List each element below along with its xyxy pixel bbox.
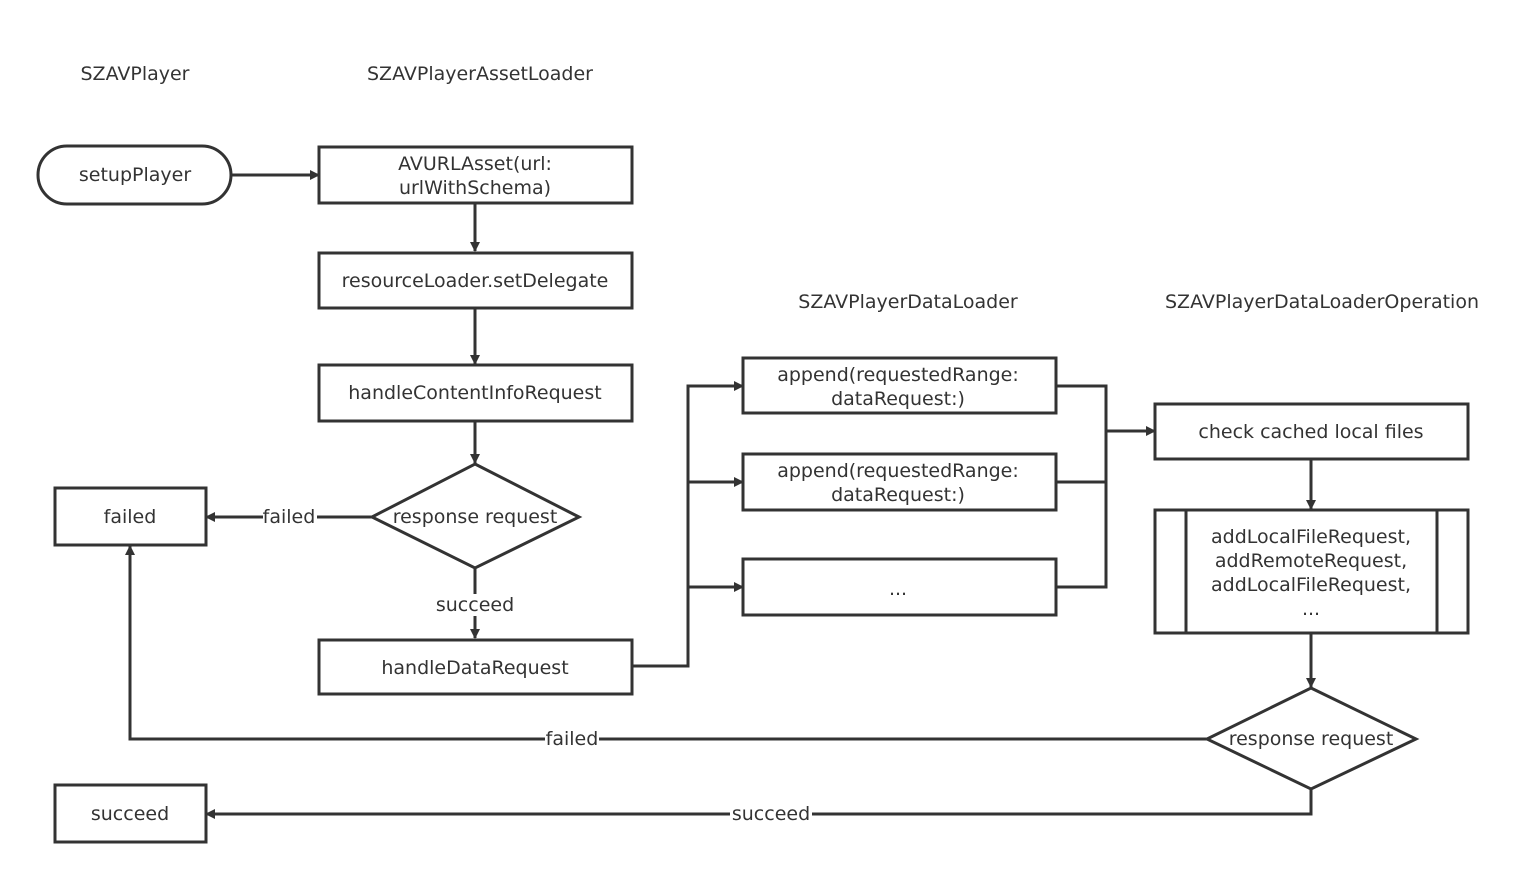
node-label-line: dataRequest:): [831, 388, 965, 410]
node-label-line: append(requestedRange:: [777, 460, 1019, 482]
node-add-requests: addLocalFileRequest,addRemoteRequest,add…: [1153, 508, 1470, 635]
node-label-line: dataRequest:): [831, 484, 965, 506]
node-response-request-2: response request: [1203, 686, 1420, 791]
node-label-line: succeed: [91, 803, 169, 825]
node-check-cached-local-files: check cached local files: [1153, 402, 1470, 461]
node-label-line: addLocalFileRequest,: [1211, 526, 1411, 548]
svg-text:succeed: succeed: [436, 594, 514, 616]
svg-text:failed: failed: [546, 728, 599, 750]
node-response-request-1: response request: [368, 462, 583, 570]
header-szavplayer: SZAVPlayer: [81, 63, 190, 85]
edge-data-request-to-append-1: [632, 381, 744, 668]
node-label-line: resourceLoader.setDelegate: [342, 270, 609, 292]
node-label-line: urlWithSchema): [399, 177, 551, 199]
node-label-line: handleDataRequest: [381, 657, 568, 679]
node-avurl-asset: AVURLAsset(url:urlWithSchema): [317, 145, 634, 205]
node-failed: failed: [53, 486, 208, 547]
node-handle-content-info-request: handleContentInfoRequest: [317, 363, 634, 423]
node-succeed: succeed: [53, 783, 208, 844]
node-append-3: ...: [741, 557, 1058, 617]
node-label-line: AVURLAsset(url:: [398, 153, 552, 175]
node-label-line: response request: [1229, 728, 1394, 750]
svg-text:succeed: succeed: [732, 803, 810, 825]
node-append-1: append(requestedRange:dataRequest:): [741, 356, 1058, 415]
node-label-line: response request: [393, 506, 558, 528]
edge-label-rr1-succeed: succeed: [434, 594, 516, 616]
node-append-2: append(requestedRange:dataRequest:): [741, 452, 1058, 512]
edge-appends-merge: [1057, 384, 1108, 589]
node-label-line: failed: [104, 506, 157, 528]
header-asset-loader: SZAVPlayerAssetLoader: [367, 63, 593, 85]
node-label-line: ...: [1302, 598, 1320, 620]
svg-text:failed: failed: [263, 506, 316, 528]
node-label-line: check cached local files: [1198, 421, 1423, 443]
edge-label-rr2-failed: failed: [545, 728, 599, 750]
node-label-line: addRemoteRequest,: [1215, 550, 1407, 572]
edge-response2-failed: [125, 545, 1207, 741]
edge-response2-succeed: [205, 789, 1313, 819]
node-handle-data-request: handleDataRequest: [317, 638, 634, 696]
edge-label-rr1-failed: failed: [263, 506, 317, 528]
header-data-loader-operation: SZAVPlayerDataLoaderOperation: [1165, 291, 1479, 313]
header-data-loader: SZAVPlayerDataLoader: [798, 291, 1018, 313]
node-label-line: append(requestedRange:: [777, 364, 1019, 386]
node-label-line: setupPlayer: [79, 164, 191, 186]
edge-label-rr2-succeed: succeed: [730, 803, 812, 825]
node-label-line: ...: [889, 578, 907, 600]
node-set-delegate: resourceLoader.setDelegate: [317, 251, 634, 310]
node-label-line: addLocalFileRequest,: [1211, 574, 1411, 596]
node-setup-player: setupPlayer: [36, 144, 233, 206]
node-label-line: handleContentInfoRequest: [348, 382, 601, 404]
